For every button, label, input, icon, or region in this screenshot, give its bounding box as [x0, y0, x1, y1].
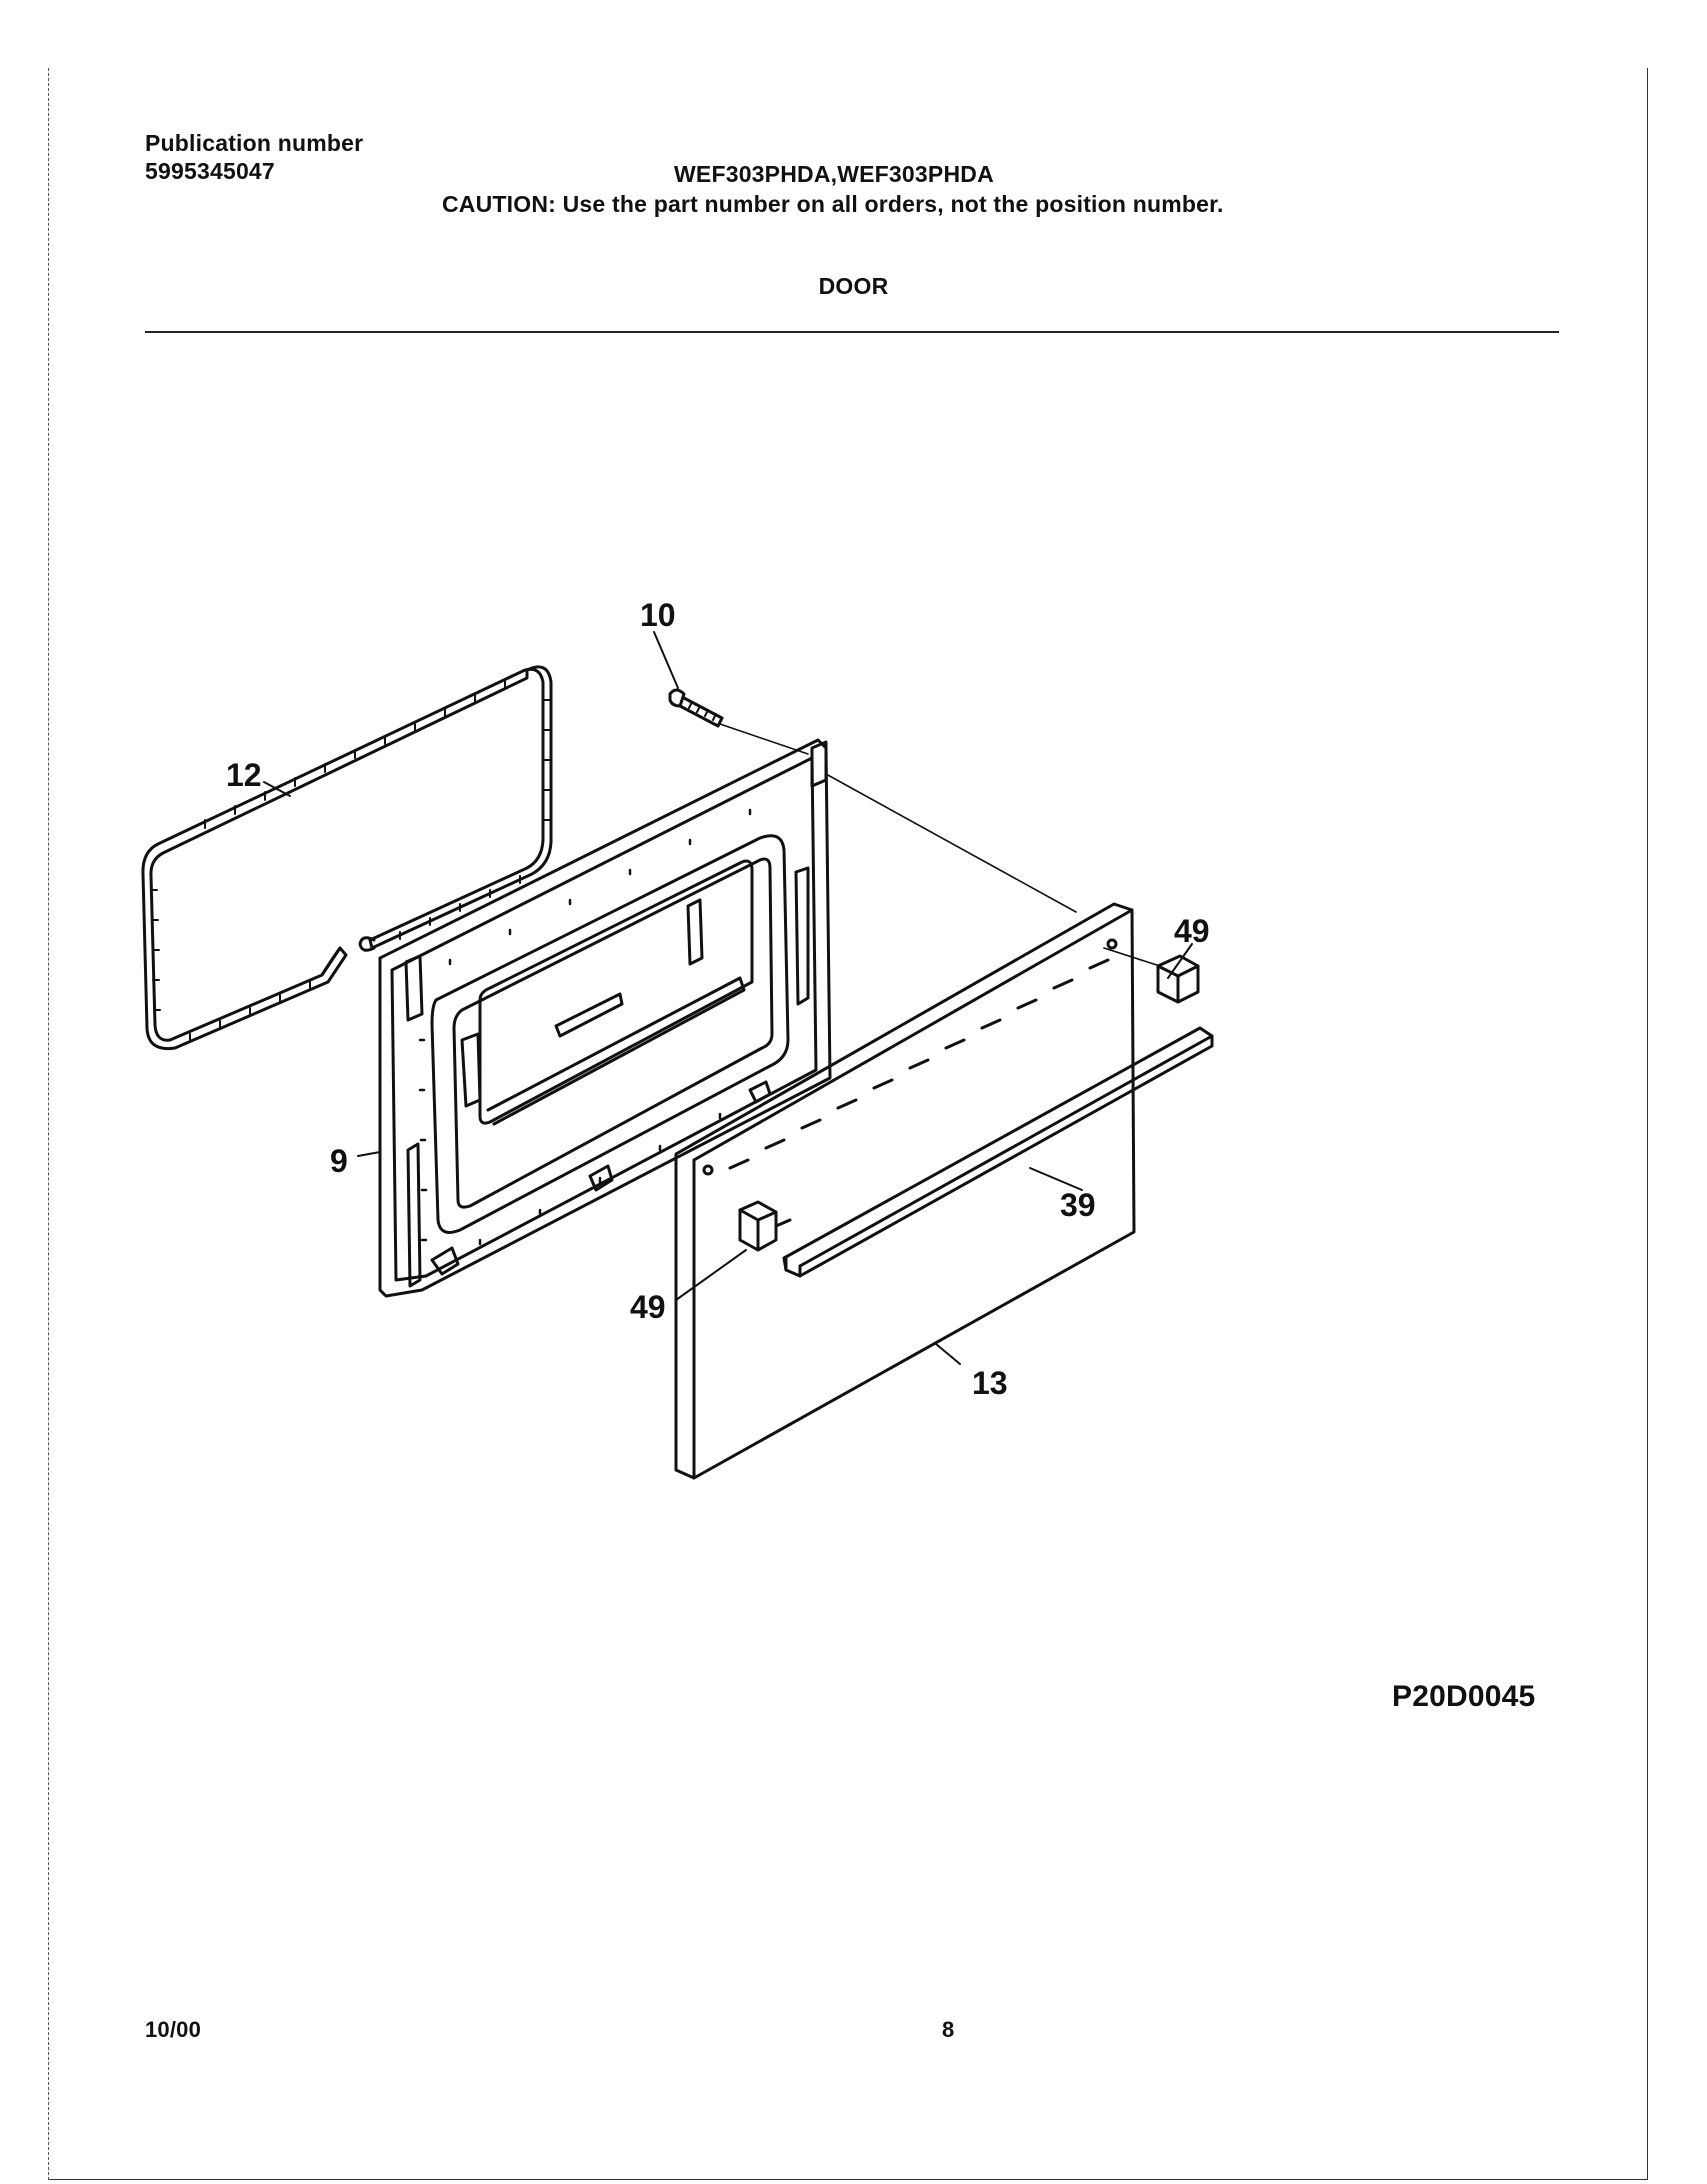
outer-door-panel-part	[674, 902, 1136, 1480]
callout-leaders	[263, 631, 1193, 1365]
end-cap-right-part	[1156, 954, 1200, 1004]
gasket-part	[141, 665, 553, 1051]
page-number: 8	[942, 2017, 955, 2042]
section-title: DOOR	[818, 273, 889, 299]
model-numbers: WEF303PHDA,WEF303PHDA	[674, 161, 994, 187]
screw-part	[668, 688, 724, 728]
inner-door-frame-part	[378, 738, 832, 1298]
diagram-code: P20D0045	[1392, 1680, 1536, 1713]
callout-49-left: 49	[630, 1289, 666, 1325]
callout-12: 12	[226, 757, 262, 793]
caution-note: CAUTION: Use the part number on all orde…	[442, 191, 1224, 217]
header-divider	[145, 331, 1559, 333]
end-cap-left-part	[738, 1200, 792, 1252]
callout-9: 9	[330, 1143, 348, 1179]
callout-10: 10	[640, 597, 676, 633]
callout-13: 13	[972, 1365, 1008, 1401]
publication-number: 5995345047	[145, 158, 275, 184]
callout-39: 39	[1060, 1187, 1096, 1223]
footer-date: 10/00	[145, 2017, 202, 2042]
page-border	[48, 68, 1648, 2180]
callout-49-right: 49	[1174, 913, 1210, 949]
publication-label: Publication number	[145, 130, 364, 156]
handle-part	[782, 1026, 1214, 1278]
